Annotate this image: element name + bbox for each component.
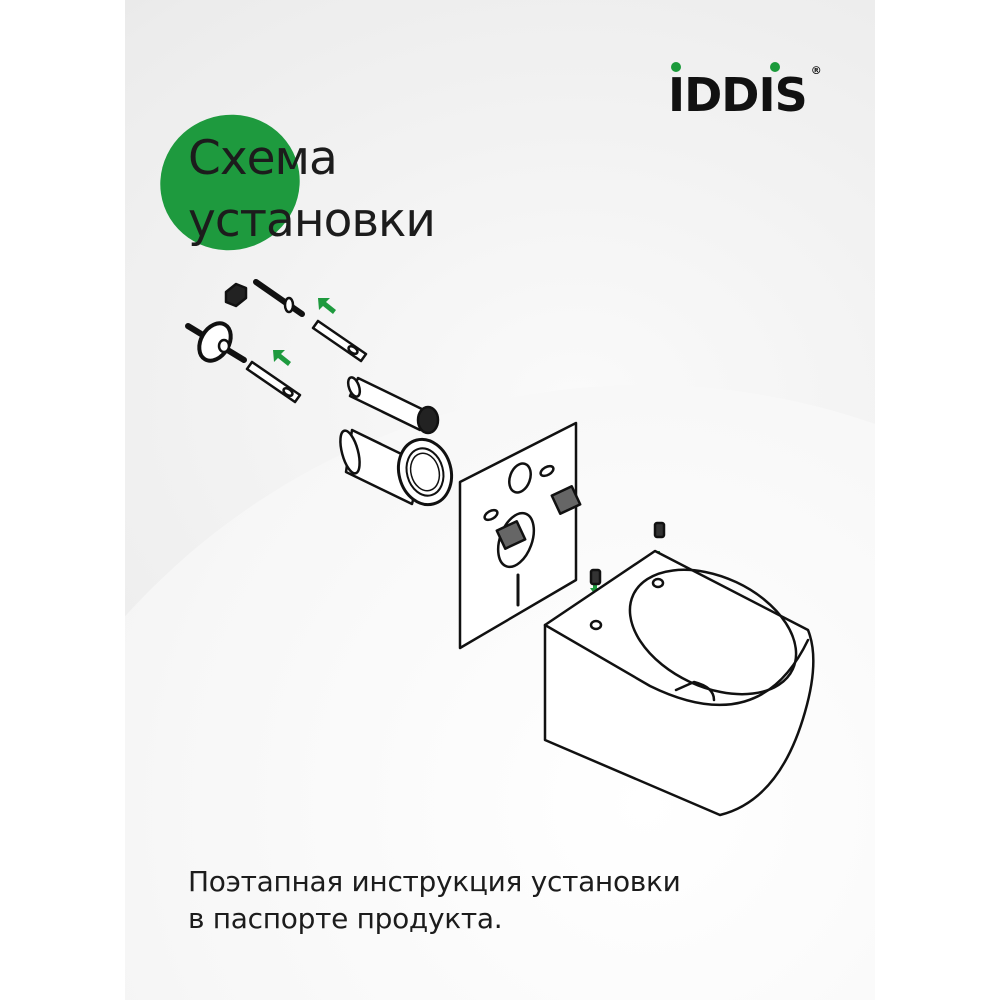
toilet-bowl-icon (543, 521, 815, 817)
product-card: IDDIS ® Схема установки (125, 0, 875, 1000)
brand-logo: IDDIS ® (668, 62, 822, 122)
caption-text: Поэтапная инструкция установки в паспорт… (188, 863, 681, 937)
registered-mark: ® (810, 64, 822, 77)
drain-pipe-icon (339, 428, 454, 507)
page-title: Схема установки (188, 128, 436, 252)
caption-line-2: в паспорте продукта. (188, 902, 503, 935)
caption-line-1: Поэтапная инструкция установки (188, 865, 681, 898)
logo-dot-icon (770, 62, 780, 72)
logo-dot-icon (671, 62, 681, 72)
insulation-plate-icon (458, 421, 582, 650)
sleeves-icon (245, 319, 368, 404)
fixing-studs-icon (185, 279, 305, 363)
logo-text: IDDIS (668, 68, 808, 122)
installation-diagram (185, 279, 815, 817)
title-line-1: Схема (188, 131, 338, 186)
flush-pipe-icon (346, 376, 440, 435)
title-line-2: установки (188, 193, 436, 248)
